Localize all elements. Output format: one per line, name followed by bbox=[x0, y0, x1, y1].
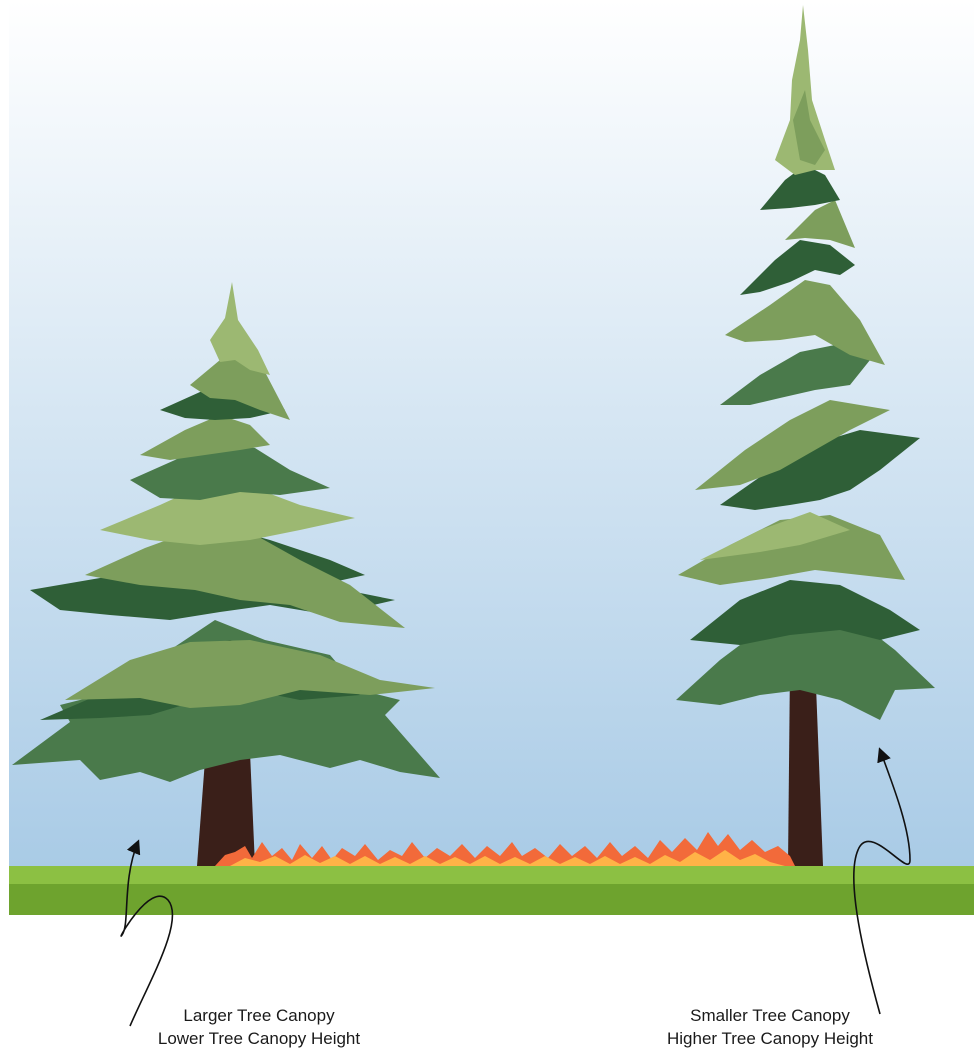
left-caption-line-1: Larger Tree Canopy bbox=[120, 1004, 398, 1027]
left-caption-line-2: Lower Tree Canopy Height bbox=[120, 1027, 398, 1050]
grass-strip-dark bbox=[9, 884, 974, 915]
right-tree-caption: Smaller Tree Canopy Higher Tree Canopy H… bbox=[630, 1004, 910, 1050]
right-caption-line-2: Higher Tree Canopy Height bbox=[630, 1027, 910, 1050]
left-tree-caption: Larger Tree Canopy Lower Tree Canopy Hei… bbox=[120, 1004, 398, 1050]
right-caption-line-1: Smaller Tree Canopy bbox=[630, 1004, 910, 1027]
grass-strip-light bbox=[9, 866, 974, 884]
